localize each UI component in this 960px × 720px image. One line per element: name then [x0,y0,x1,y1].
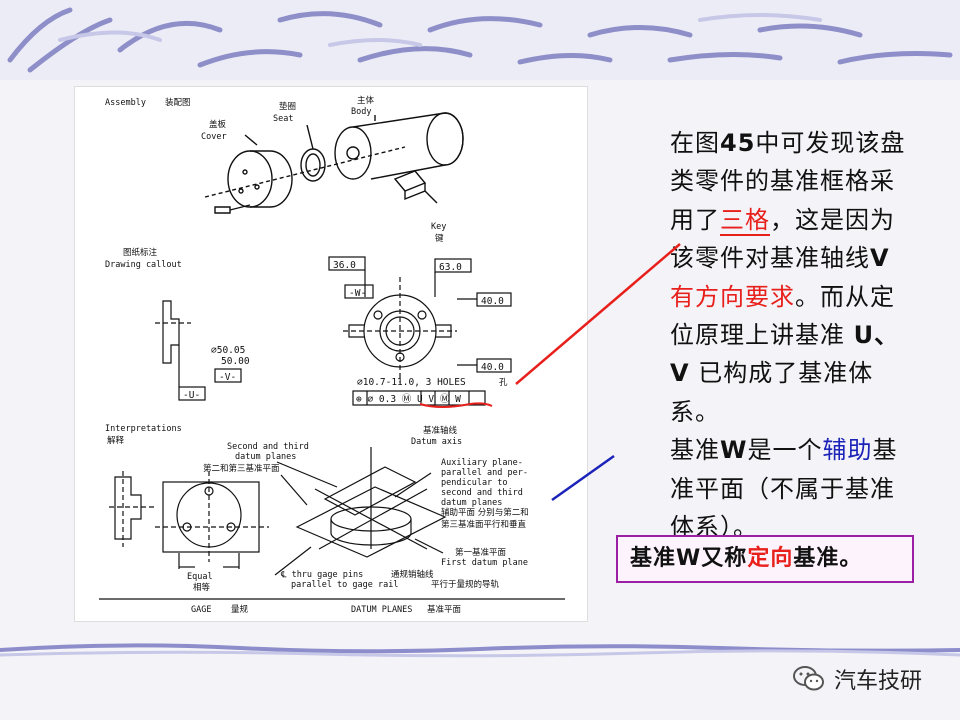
p1-part-c: ，这是因为该零件对基准轴线 [670,205,895,273]
note-part-b: 又称 [701,546,748,571]
callout-cn: 图纸标注 [123,247,158,258]
equal-en: Equal [187,572,213,582]
gage-pins-cn1: 通规销轴线 [391,569,434,580]
dia-lower: 50.00 [221,356,250,367]
datum-axis-en: Datum axis [411,437,462,447]
engineering-drawing: Assembly 装配图 盖板 Cover 垫圈 Seat 主体 Body [75,87,587,621]
interpretation-drawing [109,447,447,576]
assembly-title-en: Assembly [105,98,146,108]
aux-en2: parallel and per- [441,468,528,478]
datum-u-label: -U- [183,390,200,401]
auxiliary-highlight: 辅助 [822,436,873,465]
datum-drawing-figure: Assembly 装配图 盖板 Cover 垫圈 Seat 主体 Body [74,86,588,622]
datum-v-text: V [870,244,890,273]
p1-part-b: 中可发现该盘类零件的基准框格采用了 [670,129,906,234]
watermark: 汽车技研 [792,662,922,696]
body-cn: 主体 [357,95,375,106]
cover-en: Cover [201,132,227,142]
p1-part-a: 在图 [670,129,720,157]
holes-cn: 孔 [499,378,508,388]
three-cell-highlight: 三格 [720,205,770,236]
p2-part-b: 是一个 [747,436,823,465]
datum-planes-cn: 基准平面 [427,604,462,615]
second-third-cn: 第二和第三基准平面 [203,463,280,474]
gage-pins-en2: parallel to gage rail [291,580,398,590]
interp-en: Interpretations [105,424,182,434]
interp-cn: 解释 [107,435,125,446]
dim-36: 36.0 [333,260,356,271]
figure-number: 45 [720,129,756,157]
aux-en5: datum planes [441,498,502,508]
bottom-wave-decoration [0,643,960,658]
dim-40a: 40.0 [481,296,504,307]
note-w: W [676,546,702,571]
note-part-a: 基准 [630,546,677,571]
aux-en4: second and third [441,488,523,498]
paragraph-2: 基准W是一个辅助基准平面（不属于基准体系）。 [622,431,912,546]
assembly-title-cn: 装配图 [165,97,191,108]
aux-en1: Auxiliary plane- [441,458,523,468]
note-part-c: 基准。 [793,546,863,571]
assembly-parts [204,112,464,214]
key-cn: 键 [435,233,444,244]
orientation-datum-note: 基准W又称定向基准。 [616,535,914,583]
datum-axis-cn: 基准轴线 [423,425,458,436]
datum-planes-en: DATUM PLANES [351,605,412,615]
feature-control-frame: ⊕ ⌀ 0.3 Ⓜ U V Ⓜ W [356,394,461,405]
datum-v-label: -V- [219,372,236,383]
watermark-label: 汽车技研 [834,669,923,694]
explanation-text: 在图45中可发现该盘类零件的基准框格采用了三格，这是因为该零件对基准轴线V 有方向… [622,124,912,546]
aux-cn2: 第三基准面平行和垂直 [441,519,527,530]
second-third-en2: datum planes [235,452,296,462]
dim-63: 63.0 [439,262,462,273]
p1-part-d: 。而从定位原理上讲基准 [670,282,895,350]
dim-40b: 40.0 [481,362,504,373]
datum-w-label: -W- [349,288,366,299]
dia-upper: ⌀50.05 [211,345,245,356]
seat-cn: 垫圈 [279,101,296,112]
datum-w-text: W [720,436,748,465]
paragraph-1: 在图45中可发现该盘类零件的基准框格采用了三格，这是因为该零件对基准轴线V 有方向… [622,124,912,431]
seat-en: Seat [273,114,293,124]
gage-pins-en1: ℄ thru gage pins [280,570,363,580]
key-en: Key [431,222,446,232]
body-en: Body [351,107,371,117]
first-en: First datum plane [441,558,528,568]
direction-requirement-highlight: 有方向要求 [670,282,795,311]
note-orientation-highlight: 定向 [747,546,794,571]
equal-cn: 相等 [193,582,211,593]
callout-en: Drawing callout [105,260,182,270]
gage-cn: 量规 [231,604,249,615]
wechat-icon [793,666,824,691]
gage-en: GAGE [191,605,211,615]
first-cn: 第一基准平面 [455,547,507,558]
aux-cn1: 辅助平面 分别与第二和 [441,507,529,518]
callout-drawing [155,256,512,406]
second-third-en1: Second and third [227,442,309,452]
cover-cn: 盖板 [209,119,227,130]
gage-pins-cn2: 平行于量规的导轨 [431,579,500,590]
top-wave-decoration [0,0,960,80]
aux-en3: pendicular to [441,478,508,488]
p1-part-e: 已构成了基准体系。 [670,359,874,426]
holes-callout: ⌀10.7-11.0, 3 HOLES [357,377,466,388]
p2-part-a: 基准 [670,436,720,465]
